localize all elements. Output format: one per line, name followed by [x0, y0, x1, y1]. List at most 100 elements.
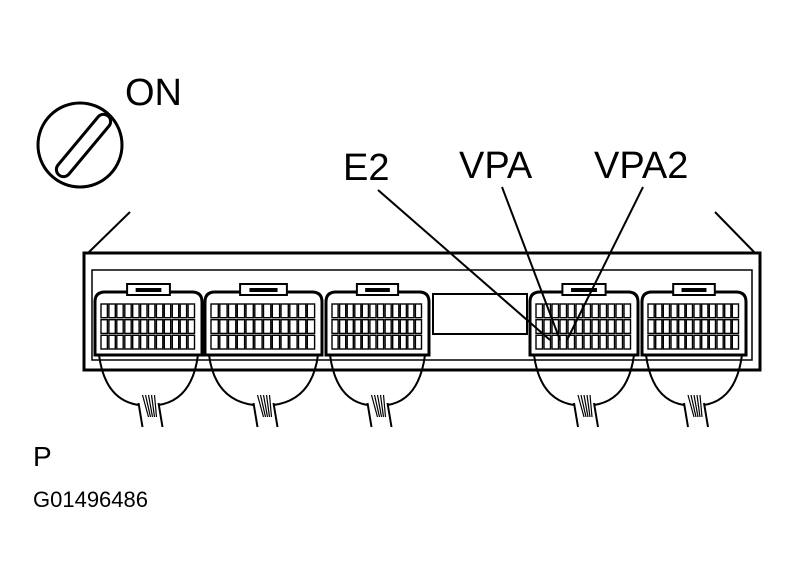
connector-pin: [139, 334, 148, 350]
connector-pin: [163, 334, 172, 350]
connector-pin: [655, 303, 663, 319]
connector-pin: [361, 319, 370, 335]
connector-pin: [623, 319, 632, 335]
connector-pin: [615, 334, 624, 350]
connector-pin: [131, 334, 140, 350]
connector-pin: [551, 303, 560, 319]
connector-pin: [354, 303, 362, 319]
connector-pin: [219, 334, 228, 350]
connector-pin: [108, 319, 117, 335]
connector-pin: [535, 334, 544, 350]
connector-pin: [306, 303, 316, 319]
connector-pin: [369, 303, 377, 319]
connector-pin: [262, 334, 272, 350]
harness-wire: [268, 394, 273, 418]
connector-pin: [163, 303, 172, 319]
wire-harness: [329, 354, 426, 428]
harness-wire: [379, 394, 385, 418]
connector-pin: [108, 334, 117, 350]
connector-pin: [254, 334, 263, 350]
harness-wire: [699, 394, 703, 418]
connector-pin: [245, 319, 255, 335]
connector-pin: [678, 334, 686, 350]
wire-harness: [645, 354, 743, 428]
harness-wire: [696, 394, 701, 418]
connector-pin: [271, 303, 281, 319]
connector-pin: [716, 334, 724, 350]
connector-latch-slot: [571, 288, 597, 292]
harness-wire: [583, 394, 589, 418]
connector-pin: [392, 303, 400, 319]
harness-bundle: [683, 402, 709, 428]
connector-pin: [399, 303, 408, 319]
connector-pin: [139, 303, 148, 319]
connector-pin: [623, 334, 632, 350]
wire-harness: [98, 354, 199, 428]
connector-pin: [131, 303, 140, 319]
leader-line-vpa: [501, 186, 561, 341]
connector-pin: [338, 334, 347, 350]
connector-pin: [236, 303, 246, 319]
harness-wire: [382, 394, 387, 418]
connector-pin: [116, 334, 124, 350]
connector-pin: [262, 319, 272, 335]
connector-pin: [708, 303, 717, 319]
connector-pin: [116, 303, 124, 319]
connector: [324, 283, 431, 357]
connector-pin: [567, 334, 576, 350]
harness-bundle: [573, 402, 599, 428]
connector-pin: [678, 303, 686, 319]
center-window: [432, 293, 528, 335]
connector-pin: [591, 319, 600, 335]
harness-wire: [150, 394, 156, 418]
harness-wire: [256, 394, 265, 418]
leader-line-e2: [377, 189, 551, 341]
connector-pin: [559, 334, 568, 350]
wire-harness: [208, 354, 319, 428]
connector-pin: [179, 303, 188, 319]
connector-pin: [147, 334, 156, 350]
connector-pin: [289, 334, 298, 350]
harness-wire: [262, 394, 269, 418]
harness-bundle: [252, 402, 279, 428]
connector-pin: [724, 319, 732, 335]
connector-pin: [693, 334, 701, 350]
connector-pin: [662, 319, 671, 335]
connector-pin: [124, 303, 132, 319]
harness-edge: [158, 354, 199, 406]
connector-pin: [708, 319, 717, 335]
connector: [640, 283, 748, 357]
connector-pin: [708, 334, 717, 350]
harness-edge: [98, 354, 139, 406]
connector-pin: [227, 319, 237, 335]
position-label: P: [33, 441, 52, 472]
connector-pin: [245, 303, 255, 319]
connector-pin: [399, 334, 408, 350]
connector-pin: [701, 319, 709, 335]
connector-pin: [591, 334, 600, 350]
connector-pin: [179, 319, 188, 335]
connector-pin: [647, 303, 655, 319]
connector-pin: [615, 303, 624, 319]
connector-pin: [100, 303, 109, 319]
connector-pin: [155, 319, 164, 335]
connector-pin: [254, 303, 263, 319]
connector-pin: [346, 334, 355, 350]
connector-pin: [716, 303, 724, 319]
connector-pin: [724, 303, 732, 319]
connector-pin: [331, 334, 339, 350]
figure-code: G01496486: [33, 487, 148, 512]
harness-edge: [329, 354, 368, 406]
pin-label-vpa: VPA: [459, 145, 533, 187]
connector-pin: [289, 303, 298, 319]
harness-edge: [645, 354, 685, 406]
connector-latch-slot: [681, 288, 707, 292]
connector-pin: [647, 319, 655, 335]
connector: [203, 283, 324, 357]
connector-pin: [392, 319, 400, 335]
connector-pin: [607, 303, 616, 319]
connector-latch-slot: [249, 288, 278, 292]
connector-pin: [369, 334, 377, 350]
connector-pin: [124, 334, 132, 350]
